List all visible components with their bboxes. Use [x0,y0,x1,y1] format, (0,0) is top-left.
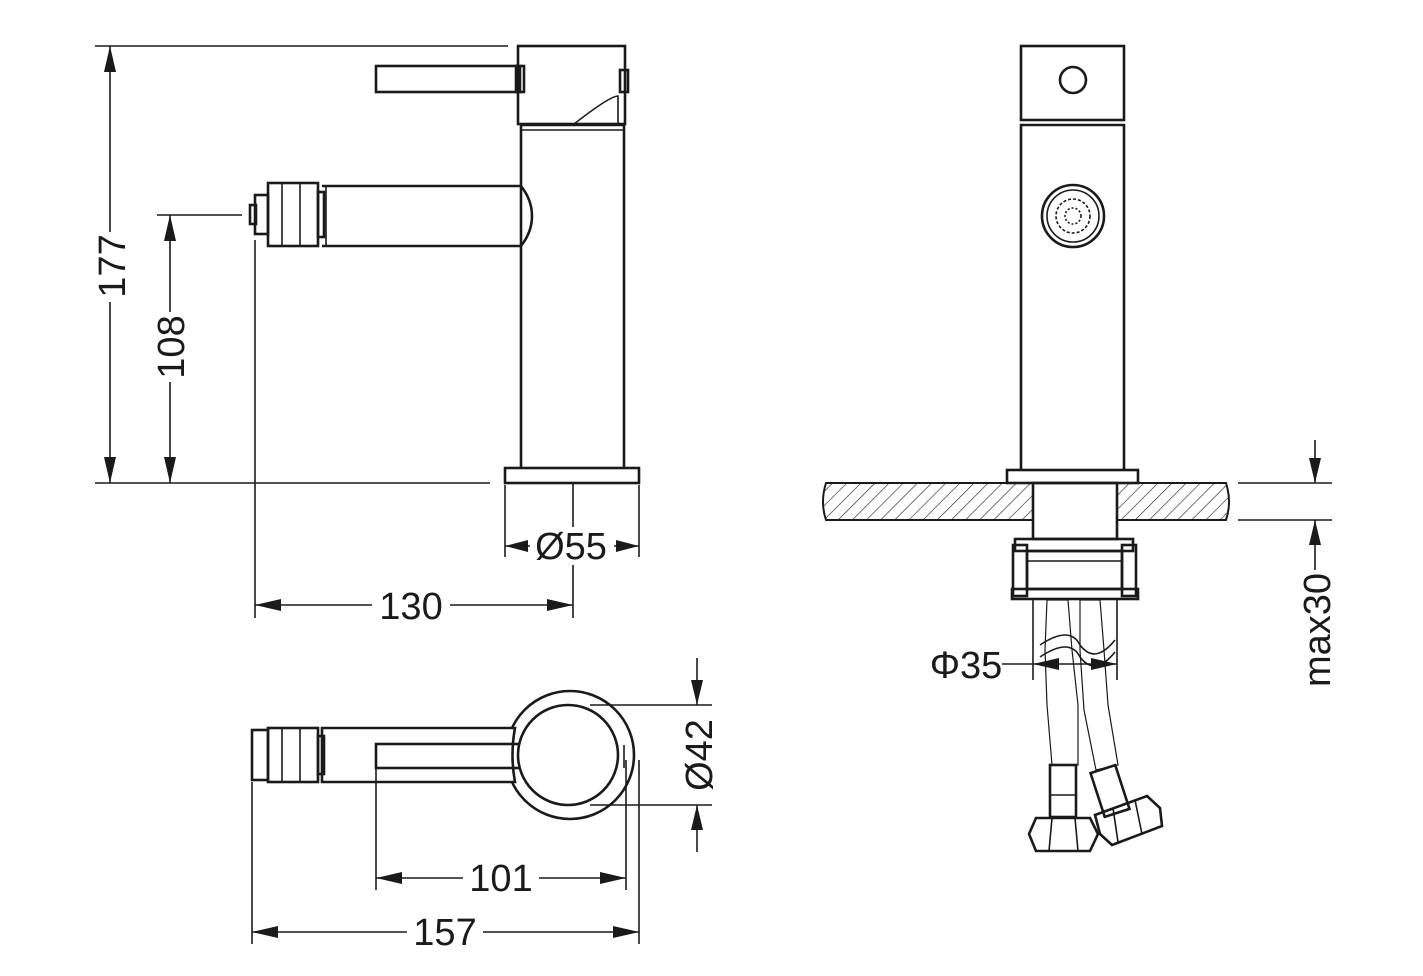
aerator-inner [1055,198,1091,234]
dim-130-arrow-left [255,599,281,611]
dim-108-arrow-bottom [164,457,176,483]
cap-circle [516,703,620,807]
side-view: 177 108 Ø55 130 [92,44,641,628]
dim-35-arrow-right [1091,658,1117,670]
dim-55-gap [530,527,614,565]
nozzle-body [266,181,320,248]
dim-30-label: max30 [1297,573,1339,687]
spout-arm [322,184,534,248]
dim-177-gap [96,232,126,302]
nozzle-face [248,203,258,226]
shank [1031,481,1119,541]
nozzle-body-top [266,726,320,784]
spout-arm-top [320,726,517,784]
aerator-core [1064,207,1082,225]
lever-handle [374,64,522,94]
mount-nut-wing-left [1011,543,1029,598]
mount-nut-top [1013,537,1135,553]
hex-nut-left [1027,816,1100,853]
base-plate [503,466,641,485]
hex-nut-left-l1 [1048,817,1053,852]
hose-break-1 [1039,634,1116,655]
front-view: Φ35 max30 [822,44,1339,853]
lever-collar [514,64,526,94]
dim-177-arrow-top [104,46,116,72]
aerator-outer [1040,183,1106,249]
dim-177-arrow-bottom [104,457,116,483]
dim-42-label: Ø42 [679,719,721,791]
dim-101-label: 101 [469,858,532,900]
aerator-ring [1046,189,1100,243]
dim-42-arrow-top [691,680,703,705]
dim-108-gap [155,312,185,382]
mount-nut-bottom [1010,587,1140,601]
dim-35-label: Φ35 [930,645,1003,687]
head-side-cap [618,68,630,94]
dim-55-label: Ø55 [535,526,607,568]
nozzle-ring [316,190,326,239]
nozzle-tip-top [250,728,270,782]
dim-30-arrow-top [1309,458,1321,483]
dim-101-arrow-left [376,872,402,884]
mount-nut-wing-right [1120,543,1138,598]
dim-157-arrow-left [252,926,278,938]
dim-108-arrow-top [164,215,176,241]
mixer-head [516,44,627,126]
dim-157-gap [407,913,483,951]
hex-nut-right-l1 [1112,807,1119,843]
hose-left [1044,599,1079,766]
hex-nut-right [1093,794,1164,847]
top-view: Ø42 101 157 [250,658,721,954]
dim-130-arrow-right [547,599,573,611]
dim-101-gap [463,859,539,897]
dim-130-gap [372,586,450,624]
head-chamfer [573,95,619,125]
dim-177-label: 177 [92,234,134,297]
body-column [519,123,626,468]
deck-slab-right [1116,482,1230,521]
dim-101-arrow-right [600,872,626,884]
dim-157-arrow-right [613,926,639,938]
hex-nut-right-l2 [1134,799,1143,835]
front-head [1019,44,1126,122]
dim-157-label: 157 [413,912,476,954]
dim-35-arrow-left [1033,658,1059,670]
dim-42-arrow-bottom [691,805,703,830]
lever-pivot-circle [1058,65,1088,95]
front-base-plate [1005,468,1140,485]
nozzle-ring-top [316,734,326,776]
dim-130-label: 130 [379,586,442,628]
hose-fitting-left [1048,763,1078,819]
dim-30-arrow-bottom [1309,520,1321,545]
front-column [1019,123,1126,470]
mount-nut-body [1025,549,1124,591]
dim-55-arrow-left [505,540,528,552]
hose-right [1079,599,1119,771]
hose-fitting-right [1088,763,1132,819]
deck-slab-left [822,482,1034,521]
dim-108-label: 108 [151,315,193,378]
hex-nut-left-l2 [1074,817,1079,852]
dim-55-arrow-right [616,540,639,552]
